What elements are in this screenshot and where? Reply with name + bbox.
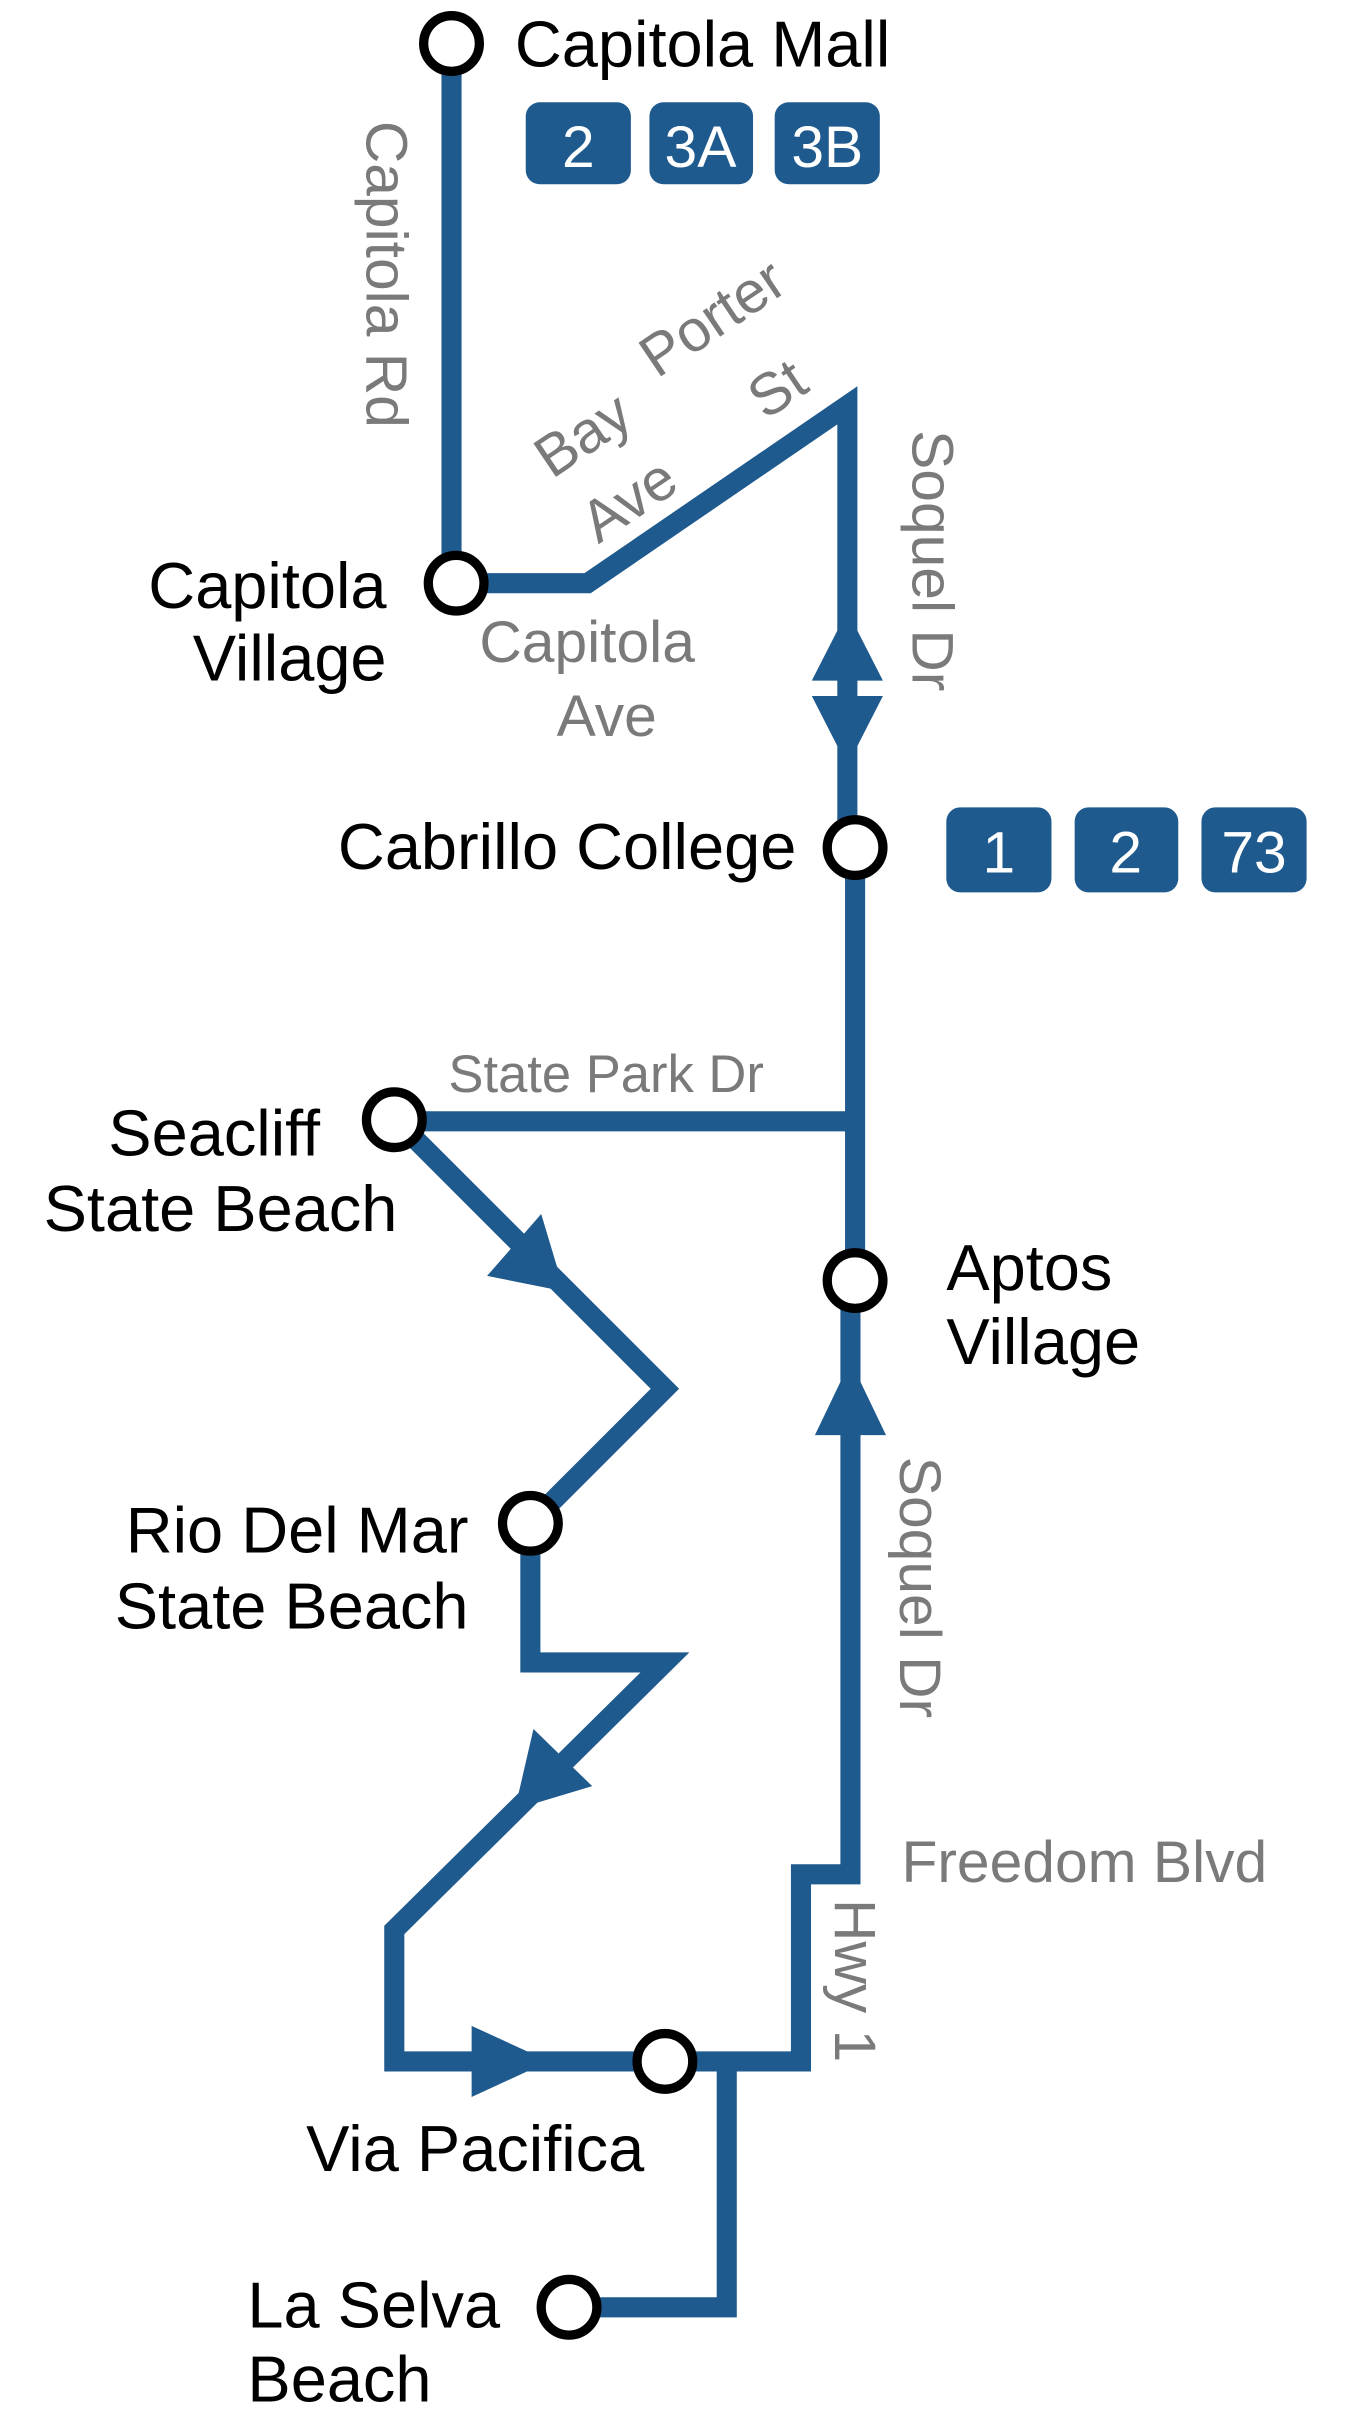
street-label: Soquel Dr bbox=[887, 1457, 952, 1718]
stop-seacliff[interactable] bbox=[361, 1087, 427, 1153]
street-label: Ave bbox=[557, 684, 657, 749]
street-label: Hwy 1 bbox=[822, 1899, 887, 2062]
route-line-capitola bbox=[441, 43, 858, 848]
stop-label: La Selva bbox=[247, 2268, 501, 2341]
stop-rio-del-mar[interactable] bbox=[497, 1490, 563, 1556]
arrow-right-icon bbox=[471, 2025, 549, 2097]
stop-capitola-village[interactable] bbox=[423, 550, 489, 616]
route-badge: 1 bbox=[946, 807, 1052, 893]
street-label: State Park Dr bbox=[448, 1045, 763, 1104]
route-badge: 2 bbox=[1074, 807, 1179, 893]
stop-label: Village bbox=[193, 622, 387, 695]
route-badge: 3A bbox=[649, 102, 754, 185]
route-badge: 2 bbox=[525, 102, 631, 185]
stop-label: Via Pacifica bbox=[306, 2112, 645, 2185]
street-label: St bbox=[736, 347, 818, 432]
stop-label: Capitola bbox=[148, 549, 387, 622]
arrow-down-right-icon bbox=[487, 1214, 565, 1292]
street-label: Freedom Blvd bbox=[901, 1830, 1267, 1895]
stop-capitola-mall[interactable] bbox=[419, 11, 484, 76]
route-line-la-selva bbox=[569, 2061, 737, 2318]
svg-text:73: 73 bbox=[1221, 820, 1286, 885]
route-badge: 3B bbox=[774, 102, 880, 185]
svg-text:3B: 3B bbox=[791, 115, 863, 180]
stop-label: Seacliff bbox=[108, 1096, 321, 1169]
stop-label: State Beach bbox=[44, 1172, 398, 1245]
arrow-up-icon bbox=[811, 610, 883, 681]
arrow-down-left-icon bbox=[514, 1728, 593, 1810]
stop-label: Rio Del Mar bbox=[126, 1494, 469, 1567]
street-label: Capitola Rd bbox=[353, 121, 418, 428]
stop-aptos-village[interactable] bbox=[822, 1248, 888, 1314]
arrow-down-icon bbox=[811, 696, 883, 766]
svg-text:2: 2 bbox=[1109, 820, 1142, 885]
arrow-up-icon bbox=[814, 1360, 887, 1436]
stop-la-selva[interactable] bbox=[536, 2274, 602, 2340]
stop-via-pacifica[interactable] bbox=[632, 2028, 698, 2094]
stop-label: Cabrillo College bbox=[338, 810, 796, 883]
stop-label: Capitola Mall bbox=[515, 8, 890, 81]
svg-text:2: 2 bbox=[562, 115, 595, 180]
stop-label: Aptos bbox=[946, 1231, 1112, 1304]
svg-text:1: 1 bbox=[983, 820, 1016, 885]
street-label: Capitola bbox=[479, 610, 695, 675]
svg-text:3A: 3A bbox=[665, 115, 738, 180]
stop-label: State Beach bbox=[115, 1569, 469, 1642]
route-badge: 73 bbox=[1201, 807, 1307, 893]
street-label: Soquel Dr bbox=[899, 430, 964, 691]
stop-label: Village bbox=[946, 1305, 1140, 1378]
stop-label: Beach bbox=[247, 2343, 431, 2416]
stop-cabrillo-college[interactable] bbox=[822, 815, 888, 881]
route-line-loop bbox=[384, 1114, 861, 2072]
